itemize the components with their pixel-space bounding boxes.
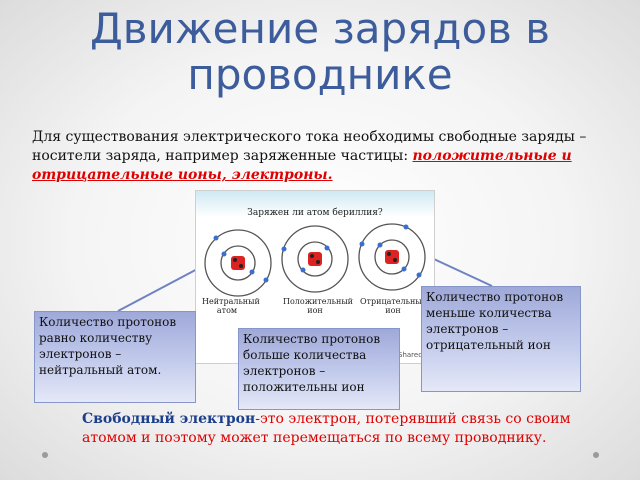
callout-negative: Количество протонов меньше количества эл…: [421, 286, 581, 392]
nucleus-icon: [308, 252, 322, 266]
free-electron-definition: Свободный электрон-это электрон, потеряв…: [82, 410, 602, 448]
nucleus-icon: [385, 250, 399, 264]
callout-positive: Количество протонов больше количества эл…: [238, 328, 400, 410]
slide-title: Движение зарядов в проводнике: [89, 4, 551, 99]
callout-neutral: Количество протонов равно количеству эле…: [34, 311, 196, 403]
connector-neutral: [117, 265, 204, 312]
atom-label-negative: Отрицательный ион: [360, 297, 427, 315]
intro-text: Для существования электрического тока не…: [32, 129, 587, 164]
figure-heading: Заряжен ли атом бериллия?: [247, 208, 383, 218]
atom-diagrams: [204, 223, 426, 297]
atom-label-positive: Положительный ион: [283, 297, 354, 315]
atom-negative: [358, 223, 426, 291]
figure-header-band: [196, 191, 434, 217]
figure-credit: Shared: [398, 351, 423, 359]
atom-label-neutral: Нейтральный атом: [202, 297, 260, 315]
free-electron-term: Свободный электрон: [82, 411, 256, 427]
nucleus-icon: [231, 256, 245, 270]
intro-highlight: положительные и отрицательные ионы, элек…: [32, 148, 572, 183]
free-electron-text: -это электрон, потерявший связь со своим…: [82, 411, 571, 446]
slide-nav-dot-right[interactable]: [593, 452, 599, 458]
atom-positive: [281, 225, 349, 293]
atom-neutral: [204, 229, 272, 297]
slide-nav-dot-left[interactable]: [42, 452, 48, 458]
intro-paragraph: Для существования электрического тока не…: [32, 128, 612, 185]
